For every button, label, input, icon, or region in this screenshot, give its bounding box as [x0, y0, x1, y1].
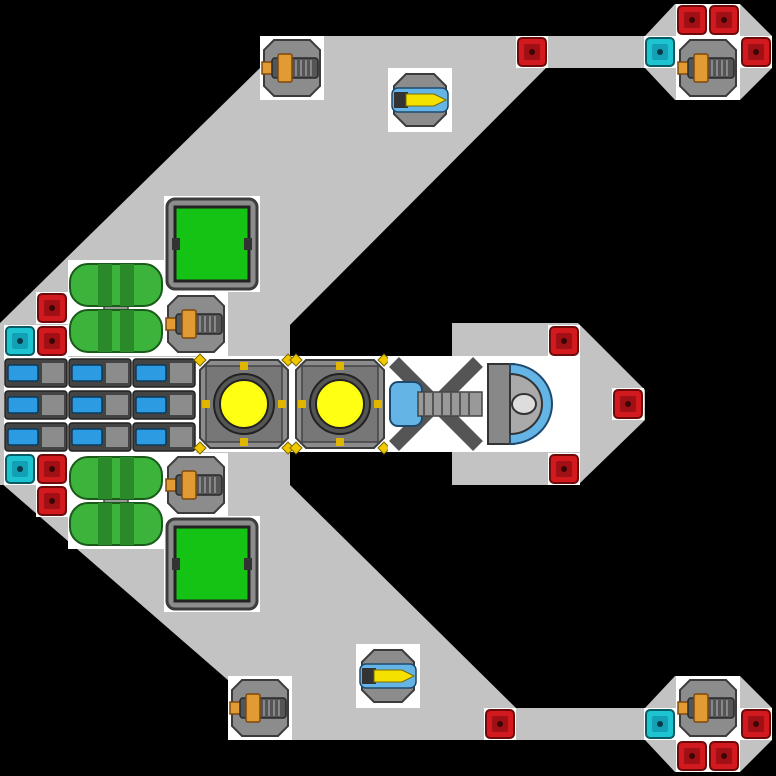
- red-armor-block: [36, 485, 68, 517]
- battery-cell: [4, 357, 68, 389]
- battery-cell: [132, 389, 196, 421]
- battery-cell: [132, 357, 196, 389]
- fuel-tank: [68, 453, 164, 549]
- red-armor-block: [676, 740, 708, 772]
- cyan-armor-block: [644, 36, 676, 68]
- battery-cell: [132, 421, 196, 453]
- red-armor-block: [36, 292, 68, 324]
- thruster: [164, 453, 228, 517]
- red-armor-block: [676, 4, 708, 36]
- cyan-armor-block: [4, 453, 36, 485]
- battery-cell: [68, 357, 132, 389]
- reactor-core: [289, 353, 391, 455]
- thruster: [676, 676, 740, 740]
- battery-cell: [4, 421, 68, 453]
- fuel-tank: [68, 260, 164, 356]
- red-armor-block: [708, 740, 740, 772]
- cargo-storage: [164, 516, 260, 612]
- red-armor-block: [548, 325, 580, 357]
- red-armor-block: [516, 36, 548, 68]
- red-armor-block: [708, 4, 740, 36]
- cyan-armor-block: [644, 708, 676, 740]
- thruster: [676, 36, 740, 100]
- red-armor-block: [740, 708, 772, 740]
- battery-cell: [68, 389, 132, 421]
- red-armor-block: [548, 453, 580, 485]
- thruster: [164, 292, 228, 356]
- red-armor-block: [36, 453, 68, 485]
- red-armor-block: [484, 708, 516, 740]
- missile-launcher: [356, 644, 420, 708]
- battery-cell: [4, 389, 68, 421]
- missile-launcher: [388, 68, 452, 132]
- thruster: [260, 36, 324, 100]
- reactor-core: [193, 353, 295, 455]
- thruster: [228, 676, 292, 740]
- shield-core: [484, 356, 580, 452]
- cyan-armor-block: [4, 325, 36, 357]
- red-armor-block: [36, 325, 68, 357]
- red-armor-block: [740, 36, 772, 68]
- red-armor-block: [612, 388, 644, 420]
- cargo-storage: [164, 196, 260, 292]
- battery-cell: [68, 421, 132, 453]
- railgun-barrel: [388, 356, 484, 452]
